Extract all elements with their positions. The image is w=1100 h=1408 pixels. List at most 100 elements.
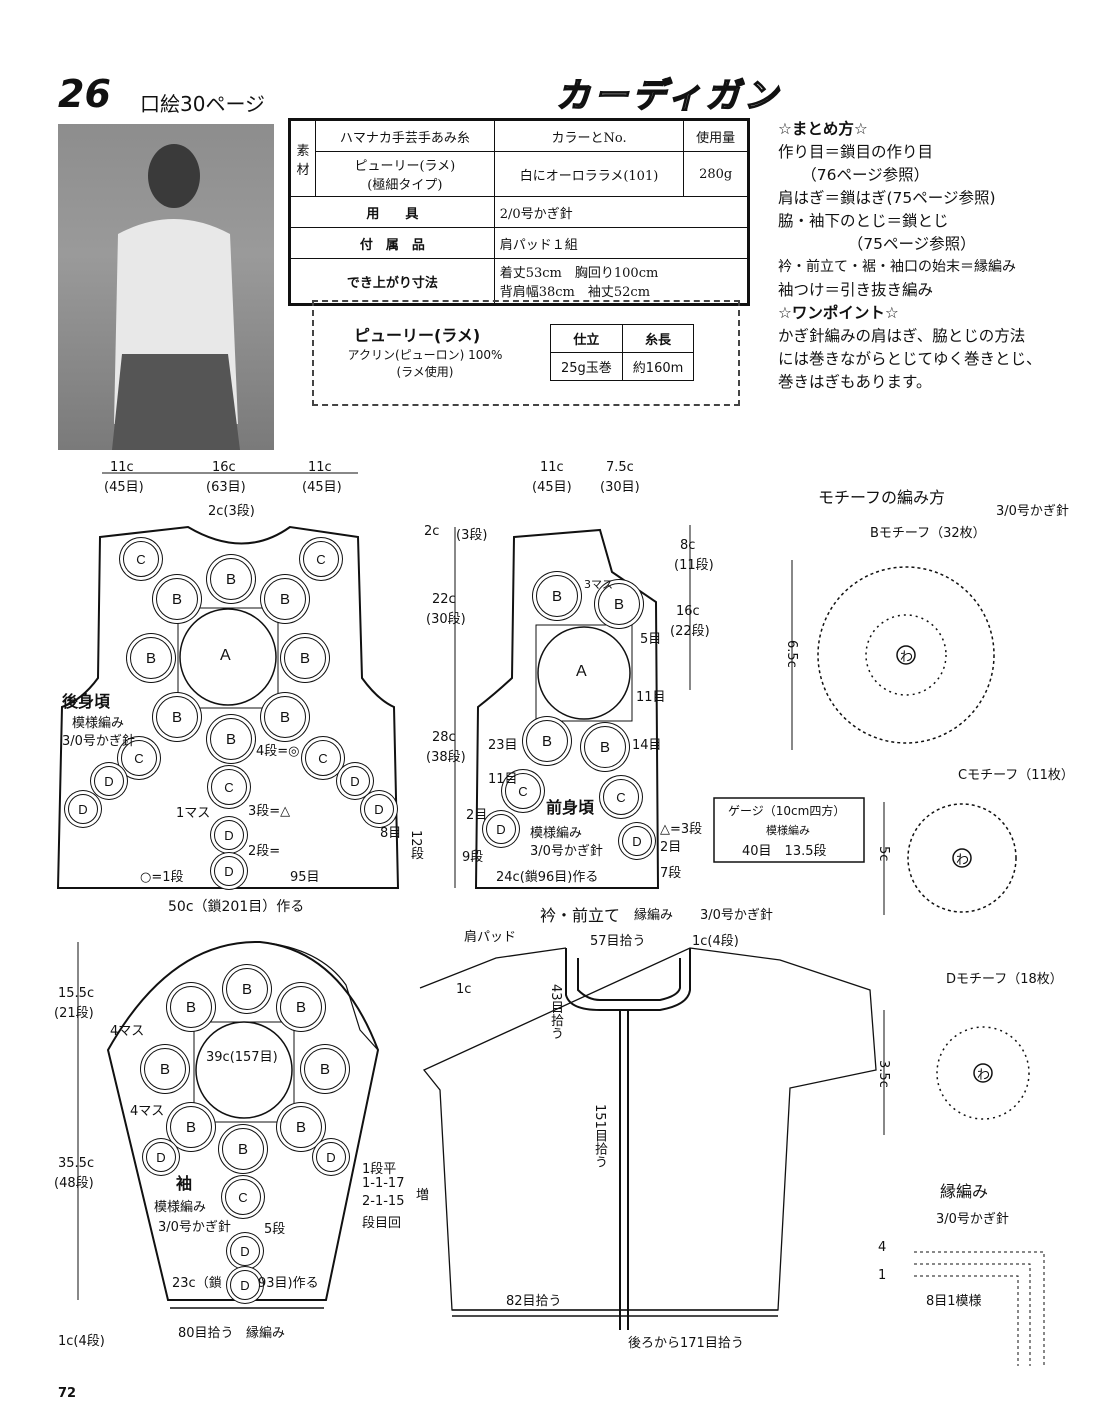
motif-b-marker: B: [598, 583, 640, 625]
back-masu: 1マス: [176, 806, 211, 821]
note-line: には巻きながらとじてゆく巻きとじ、: [778, 350, 1042, 368]
frontispiece-reference: 口絵30ページ: [140, 92, 266, 116]
sleeve-dim-3: 35.5c: [58, 1156, 95, 1171]
motif-d-marker: D: [230, 1270, 260, 1300]
back-bottom: 50c（鎖201目）作る: [168, 899, 305, 915]
motif-b-marker: B: [144, 1048, 186, 1090]
page-number: 72: [58, 1386, 77, 1401]
yarn-header: ハマナカ手芸手あみ糸: [315, 119, 495, 152]
note-line: 作り目＝鎖目の作り目: [778, 143, 934, 161]
sleeve-motif-a-circle: [195, 1021, 293, 1119]
motif-d-marker: D: [94, 766, 124, 796]
collar-1c: 1c(4段): [692, 934, 739, 949]
note-line: 肩はぎ＝鎖はぎ(75ページ参照): [778, 189, 996, 207]
front-dim-2: (45目): [532, 480, 572, 495]
motif-d-wa: わ: [977, 1068, 991, 1083]
motif-b-marker: B: [156, 578, 198, 620]
note-line: 衿・前立て・裾・袖口の始末＝縁編み: [778, 259, 1016, 275]
back-stitches: 95目: [290, 870, 320, 885]
sleeve-dim-1: 15.5c: [58, 986, 95, 1001]
materials-table: 素材 ハマナカ手芸手あみ糸 カラーとNo. 使用量 ピューリー(ラメ)(極細タイ…: [288, 118, 750, 306]
motif-d-label: Dモチーフ（18枚）: [946, 972, 1063, 987]
motif-c-wa: わ: [956, 853, 970, 868]
motif-d-size: 3.5c: [876, 1060, 891, 1088]
edging-row-4: 4: [878, 1240, 887, 1255]
front-left-4: (30段): [426, 612, 466, 627]
sleeve-inc-2: 1-1-17: [362, 1176, 405, 1191]
gauge-box: [713, 797, 865, 863]
front-lbl-7: 7段: [660, 866, 682, 881]
collar-title: 衿・前立て: [540, 906, 621, 925]
size-line-1: 着丈53cm 胸回り100cm: [499, 266, 659, 281]
back-dim-2: (45目): [104, 480, 144, 495]
composition-line-2: (ラメ使用): [396, 365, 454, 379]
motif-b-marker: B: [284, 637, 326, 679]
motif-b-marker: B: [536, 575, 578, 617]
motif-hook: 3/0号かぎ針: [996, 504, 1069, 519]
back-hook: 3/0号かぎ針: [62, 734, 135, 749]
sleeve-masu-a: 4マス: [110, 1024, 145, 1039]
front-dim-3: 7.5c: [606, 460, 634, 475]
note-line: （76ページ参照）: [778, 166, 930, 184]
front-right-2: (11段): [674, 558, 714, 573]
size-label: でき上がり寸法: [289, 258, 495, 305]
front-right-1: 8c: [680, 538, 696, 553]
front-lbl-5: 5目: [640, 632, 662, 647]
note-line: （75ページ参照）: [778, 235, 976, 253]
motif-a-marker: A: [576, 663, 587, 680]
back-row3: 3段=△: [248, 804, 291, 819]
motif-b-marker: B: [170, 1106, 212, 1148]
motif-c-marker: C: [603, 779, 639, 815]
sleeve-masu-b: 4マス: [130, 1104, 165, 1119]
gauge-pattern: 模様編み: [766, 824, 810, 837]
collar-body-outline: [419, 947, 877, 1311]
sleeve-pattern: 模様編み: [154, 1200, 207, 1215]
collar-pick43: 43目拾う: [548, 984, 563, 1040]
sleeve-inc-mark: 増: [416, 1188, 430, 1203]
front-left-6: (38段): [426, 750, 466, 765]
back-8: 8目: [380, 826, 402, 841]
photo-silhouette: [112, 144, 240, 450]
motif-b-marker: B: [170, 986, 212, 1028]
amount-cell: 280g: [683, 151, 749, 197]
front-right-3: 16c: [676, 604, 700, 619]
front-lbl-3dan: △=3段: [660, 822, 703, 837]
yarn-composition: アクリン(ピューロン) 100% (ラメ使用): [340, 346, 510, 380]
motif-d-marker: D: [486, 814, 516, 844]
motif-d-marker: D: [214, 820, 244, 850]
gauge-value: 40目 13.5段: [742, 844, 827, 859]
front-lbl-2: 2目: [466, 808, 488, 823]
sleeve-dim-5: 1c(4段): [58, 1334, 105, 1349]
material-label: 素材: [289, 119, 316, 197]
front-dim-1: 11c: [540, 460, 564, 475]
motif-b-marker: B: [210, 558, 252, 600]
color-cell: 白にオーロララメ(101): [493, 151, 685, 197]
note-line: 巻きはぎもあります。: [778, 373, 932, 391]
front-body-outline: [474, 528, 660, 889]
back-motif-a-square: [177, 607, 279, 709]
front-lbl-9: 9段: [462, 850, 484, 865]
tools-label: 用 具: [289, 196, 495, 228]
front-hook: 3/0号かぎ針: [530, 844, 603, 859]
motif-b-marker: B: [264, 578, 306, 620]
motif-c-marker: C: [303, 541, 339, 577]
sleeve-hook: 3/0号かぎ針: [158, 1220, 231, 1235]
motif-c-size: 5c: [876, 846, 891, 862]
motif-b-marker: B: [280, 1106, 322, 1148]
motif-d-marker: D: [316, 1142, 346, 1172]
front-lbl-11b: 11目: [488, 772, 518, 787]
collar-edge: 縁編み: [634, 908, 674, 923]
length-header: 糸長: [621, 324, 695, 353]
back-body-outline: [56, 525, 400, 889]
motif-b-size: 6.5c: [784, 640, 799, 668]
motif-b-marker: B: [226, 968, 268, 1010]
collar-pick171: 後ろから171目拾う: [628, 1336, 744, 1351]
sleeve-inc-1: 1段平: [362, 1162, 397, 1177]
shoulder-pad-label: 肩パッド: [464, 930, 517, 945]
sleeve-title: 袖: [176, 1174, 193, 1193]
yarn-box-name: ピューリー(ラメ): [354, 326, 481, 345]
yarn-name: ピューリー(ラメ): [354, 159, 456, 174]
color-header: カラーとNo.: [493, 119, 685, 152]
sleeve-cap-line: [259, 941, 379, 1051]
motif-b-marker: B: [280, 986, 322, 1028]
